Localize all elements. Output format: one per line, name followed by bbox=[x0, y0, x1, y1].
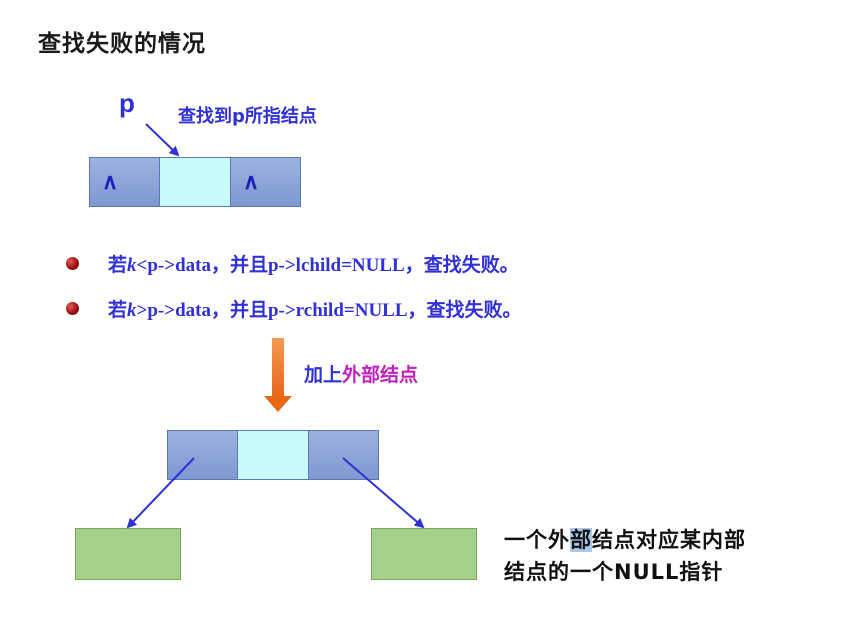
bullet-icon bbox=[66, 302, 79, 315]
left-child-arrow bbox=[126, 457, 195, 529]
transition-part2: 外部结点 bbox=[342, 364, 419, 386]
note-line-1: 一个外部结点对应某内部 bbox=[504, 528, 746, 552]
transition-label: 加上外部结点 bbox=[304, 360, 418, 387]
transition-part1: 加上 bbox=[304, 364, 343, 386]
node-bottom-left-cell bbox=[167, 430, 238, 480]
condition-left: 若k<p->data，并且p->lchild=NULL，查找失败。 bbox=[108, 255, 519, 276]
node-top-right-cell: ∧ bbox=[230, 157, 301, 207]
node-bottom-right-cell bbox=[308, 430, 379, 480]
page-title: 查找失败的情况 bbox=[38, 31, 206, 57]
condition-right: 若k>p->data，并且p->rchild=NULL，查找失败。 bbox=[108, 300, 522, 321]
bullet-icon bbox=[66, 257, 79, 270]
pointer-label: p bbox=[119, 88, 135, 118]
node-bottom-data-cell bbox=[237, 430, 309, 480]
null-symbol-right: ∧ bbox=[243, 169, 260, 194]
node-top-left-cell: ∧ bbox=[89, 157, 160, 207]
null-symbol-left: ∧ bbox=[102, 169, 119, 194]
external-node-left bbox=[75, 528, 181, 580]
node-top-data-cell bbox=[159, 157, 231, 207]
right-child-arrow bbox=[342, 457, 425, 529]
pointer-description: 查找到p所指结点 bbox=[178, 106, 317, 127]
note-line-2: 结点的一个NULL指针 bbox=[504, 560, 724, 584]
external-node-right bbox=[371, 528, 477, 580]
external-node-note: 一个外部结点对应某内部 结点的一个NULL指针 bbox=[504, 524, 746, 588]
down-arrow-icon bbox=[264, 338, 292, 412]
pointer-arrow bbox=[145, 123, 180, 157]
